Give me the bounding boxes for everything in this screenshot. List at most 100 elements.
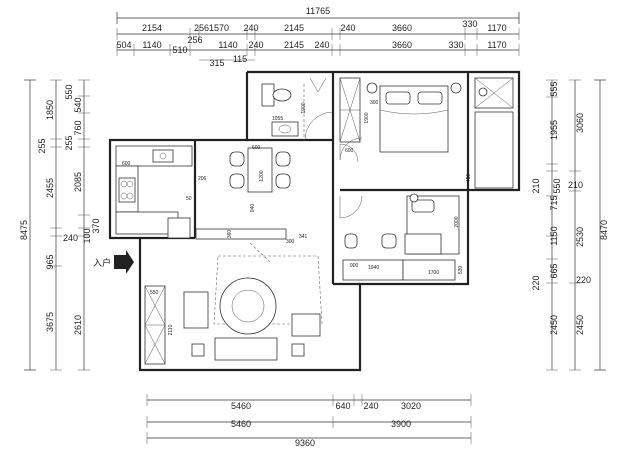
dining-area: 600 1200 [229, 145, 291, 193]
dining-chair [275, 151, 291, 167]
left-dim-255b: 255 [64, 135, 74, 150]
kitchen-600-label: 600 [122, 161, 131, 167]
left-dim-540: 540 [73, 97, 83, 112]
bathroom-sink [271, 121, 299, 137]
side-table [191, 343, 205, 357]
dining-chair [229, 151, 245, 167]
entrance-arrow-icon [114, 250, 134, 274]
left-dim-550: 550 [64, 84, 74, 99]
stove [118, 177, 136, 203]
bathtub [474, 111, 514, 189]
left-dim-1850: 1850 [45, 100, 55, 120]
bath-1900-label: 1900 [301, 102, 307, 113]
top-dim-1170: 1170 [487, 23, 506, 33]
study-room: 2000 900 1940 1700 530 [342, 193, 464, 281]
right-dim-550: 550 [552, 178, 562, 193]
second-bathroom: 450 [466, 77, 514, 189]
top-dim-240b: 240 [340, 23, 355, 33]
right-dim-665: 665 [549, 263, 559, 278]
bottom-dim-3900: 3900 [391, 419, 411, 429]
dining-chair [275, 173, 291, 189]
top-dim-1140b: 1140 [218, 40, 237, 50]
entrance: 入户 [93, 250, 134, 274]
study-chair [381, 233, 397, 249]
left-dim-3675: 3675 [45, 312, 55, 332]
top-overall-dim: 11765 [306, 6, 330, 16]
top-dim-510: 510 [172, 45, 187, 55]
right-dim-210b: 210 [568, 180, 583, 190]
top-dimension-lines: 11765 2154 256 1570 240 2145 240 3660 33… [116, 6, 520, 68]
left-overall-dim: 8475 [19, 220, 29, 240]
right-overall-dim: 8470 [599, 220, 609, 240]
top-dim-2145b: 2145 [284, 40, 304, 50]
top-dim-1570: 1570 [209, 23, 229, 33]
dining-600-label: 600 [252, 145, 261, 151]
bottom-dim-5460a: 5460 [231, 401, 251, 411]
left-dim-100: 100 [82, 228, 92, 243]
living-room: 550 2110 [144, 242, 323, 365]
corridor-600-label: 600 [345, 148, 354, 154]
bed-300-label: 300 [370, 100, 379, 106]
bottom-overall-dim: 9360 [295, 438, 315, 448]
hall-341-label: 341 [299, 234, 308, 240]
tv-cabinet [195, 228, 287, 240]
living-550-label: 550 [150, 290, 159, 296]
kitchen: 600 206 50 [115, 145, 207, 239]
top-dim-1140a: 1140 [142, 40, 161, 50]
right-dim-3060: 3060 [575, 113, 585, 133]
right-dim-2450b: 2450 [575, 315, 585, 335]
top-dim-115: 115 [233, 54, 247, 64]
bottom-dim-5460b: 5460 [231, 419, 251, 429]
left-dimension-lines: 8475 1850 255 2455 240 965 3675 550 540 … [19, 79, 101, 371]
left-dim-965: 965 [45, 254, 55, 269]
entrance-label: 入户 [93, 257, 111, 268]
exterior-walls [108, 70, 521, 372]
kitchen-50-label: 50 [186, 196, 192, 202]
top-dim-3660b: 3660 [392, 40, 412, 50]
bottom-dimension-lines: 5460 640 240 3020 5460 3900 9360 [146, 394, 472, 448]
right-dim-1150: 1150 [549, 226, 559, 245]
toilet-tank [261, 83, 275, 107]
top-dim-2154: 2154 [142, 23, 162, 33]
left-dim-760: 760 [73, 120, 83, 135]
bath2-450-label: 450 [466, 174, 472, 183]
side-table [291, 343, 305, 357]
study-2000-label: 2000 [454, 216, 460, 227]
bottom-dim-3020: 3020 [401, 401, 421, 411]
right-dimension-lines: 8470 555 1955 210 715 1150 665 220 2450 … [531, 79, 609, 371]
right-dim-2530: 2530 [575, 227, 585, 247]
hall-cabinet: 940 360 300 341 [195, 204, 308, 245]
bottom-dim-240: 240 [363, 401, 378, 411]
study-1700-label: 1700 [428, 270, 439, 276]
dining-1200-label: 1200 [259, 170, 265, 181]
top-dim-1170b: 1170 [487, 40, 506, 50]
lounge-chair-living [291, 313, 321, 337]
left-dim-255: 255 [37, 138, 47, 153]
top-dim-330b: 330 [448, 40, 463, 50]
study-chair [344, 233, 358, 249]
lounge-chair [404, 233, 442, 255]
coffee-table [219, 277, 277, 335]
study-900-label: 900 [350, 263, 359, 269]
sofa [214, 337, 278, 361]
top-dim-315: 315 [209, 58, 224, 68]
right-dim-210: 210 [531, 178, 541, 193]
left-dim-370: 370 [91, 218, 101, 233]
left-dim-2610: 2610 [73, 315, 83, 335]
bathroom: 1900 1055 [261, 77, 334, 141]
wardrobe-study [402, 259, 456, 281]
toilet-bowl [272, 88, 292, 102]
sink [152, 149, 174, 163]
top-dim-240d: 240 [314, 40, 329, 50]
study-530-label: 530 [458, 266, 464, 275]
study-1940-label: 1940 [368, 265, 379, 271]
hall-360-label: 360 [227, 230, 233, 239]
right-dim-2450: 2450 [549, 315, 559, 335]
right-dim-220b: 220 [576, 275, 591, 285]
corridor: 600 [339, 143, 363, 219]
top-dim-240c: 240 [248, 40, 263, 50]
left-dim-240: 240 [63, 233, 78, 243]
fridge [167, 217, 191, 239]
armchair [183, 291, 209, 329]
